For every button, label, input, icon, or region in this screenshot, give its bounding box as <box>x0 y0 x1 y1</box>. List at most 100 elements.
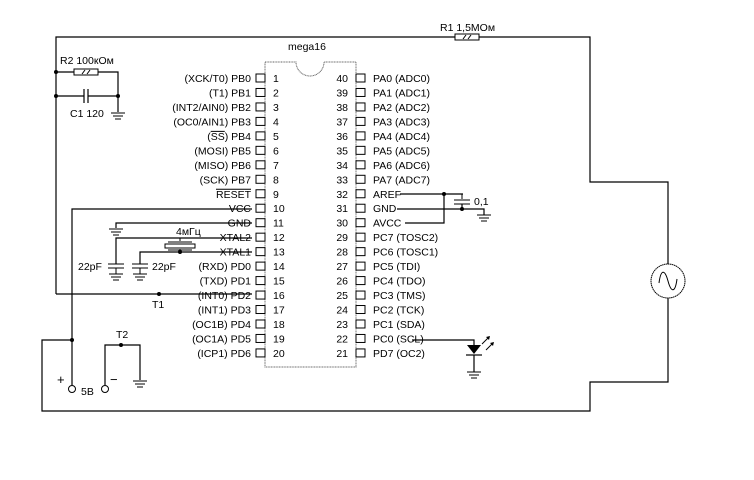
pin-label: PC6 (TOSC1) <box>373 247 438 259</box>
r2-c1-network: R2 100кОм C1 120 <box>54 55 125 120</box>
pin-label: PA4 (ADC4) <box>373 131 430 143</box>
pin-label: PA1 (ADC1) <box>373 87 430 99</box>
terminal-plus-icon <box>68 385 76 393</box>
pin-label: GND <box>228 218 252 230</box>
pin-label: (XCK/T0) PB0 <box>184 73 251 85</box>
pin-pad-icon <box>355 145 366 155</box>
capacitor-22pf-right <box>132 263 148 281</box>
pin-pad-icon <box>355 290 366 300</box>
pin-number: 25 <box>336 290 348 302</box>
chip-pin-39: 39 PA1 (ADC1) <box>336 87 430 99</box>
outer-loop-wires <box>41 36 669 412</box>
pin-label: (OC0/AIN1) PB3 <box>173 116 251 128</box>
pin-number: 5 <box>273 131 279 143</box>
pin-number: 17 <box>273 305 285 317</box>
crystal-icon <box>164 241 196 251</box>
pin-label: XTAL1 <box>220 247 251 259</box>
pin-number: 36 <box>336 131 348 143</box>
pin-label: (INT1) PD3 <box>198 305 251 317</box>
capacitor-22pf-left <box>108 263 124 281</box>
pin-label: (RXD) PD0 <box>198 261 251 273</box>
pin-pad-icon <box>355 348 366 358</box>
aref-wiring: 0,1 <box>397 192 491 224</box>
c1-label: C1 120 <box>70 108 104 120</box>
pin-number: 2 <box>273 87 279 99</box>
ground-icon <box>109 228 123 236</box>
pin-pad-icon <box>355 102 366 112</box>
pin-number: 23 <box>336 319 348 331</box>
pin-number: 35 <box>336 145 348 157</box>
pin-number: 10 <box>273 203 285 215</box>
pin-number: 7 <box>273 160 279 172</box>
pin-pad-icon <box>355 232 366 242</box>
pin-pad-icon <box>355 319 366 329</box>
pin-pad-icon <box>255 232 266 242</box>
pin-number: 6 <box>273 145 279 157</box>
pin-label: PA0 (ADC0) <box>373 73 430 85</box>
pin-pad-icon <box>255 87 266 97</box>
pin-pad-icon <box>255 276 266 286</box>
pin-pad-icon <box>355 261 366 271</box>
pin-number: 22 <box>336 333 348 345</box>
led-icon <box>466 336 494 356</box>
pin-label: PC2 (TCK) <box>373 305 424 317</box>
pin-number: 12 <box>273 232 285 244</box>
minus-sign: − <box>110 372 118 387</box>
pin-label: PA5 (ADC5) <box>373 145 430 157</box>
pin-number: 39 <box>336 87 348 99</box>
pin-pad-icon <box>255 116 266 126</box>
pin-label: AVCC <box>373 218 402 230</box>
pin-pad-icon <box>355 116 366 126</box>
pin-pad-icon <box>355 189 366 199</box>
pin-pad-icon <box>355 305 366 315</box>
supply-terminals: + − 5В T2 <box>57 329 147 398</box>
led-pc0 <box>412 336 494 379</box>
pin-number: 14 <box>273 261 285 273</box>
pin-pad-icon <box>355 333 366 343</box>
chip-pin-11: GND 11 <box>228 218 284 230</box>
plus-sign: + <box>57 372 65 387</box>
pin-number: 26 <box>336 276 348 288</box>
pin-number: 15 <box>273 276 285 288</box>
pin-label: AREF <box>373 189 401 201</box>
pin-pad-icon <box>355 203 366 213</box>
chip-pin-28: 28 PC6 (TOSC1) <box>336 247 438 259</box>
pin-pad-icon <box>255 290 266 300</box>
r1-label: R1 1,5МОм <box>440 22 495 34</box>
chip-pin-36: 36 PA4 (ADC4) <box>336 131 430 143</box>
pin-number: 21 <box>336 348 348 360</box>
pin-pad-icon <box>355 131 366 141</box>
pin-number: 8 <box>273 174 279 186</box>
resistor-r1: R1 1,5МОм <box>440 22 495 41</box>
ground-icon <box>133 380 147 388</box>
pin-label: PC1 (SDA) <box>373 319 425 331</box>
chip-pin-23: 23 PC1 (SDA) <box>336 319 425 331</box>
pin-number: 13 <box>273 247 285 259</box>
pin-number: 31 <box>336 203 348 215</box>
pin-number: 32 <box>336 189 348 201</box>
t1-label: T1 <box>152 299 164 311</box>
chip-pin-14: (RXD) PD0 14 <box>198 261 284 273</box>
pin-label: PC7 (TOSC2) <box>373 232 438 244</box>
pin-label: PC3 (TMS) <box>373 290 426 302</box>
pin-number: 28 <box>336 247 348 259</box>
pin-label: PA2 (ADC2) <box>373 102 430 114</box>
pin-pad-icon <box>355 160 366 170</box>
pin-label: PC5 (TDI) <box>373 261 420 273</box>
supply-voltage-label: 5В <box>81 386 94 398</box>
pin-pad-icon <box>255 261 266 271</box>
pin-number: 11 <box>273 218 284 230</box>
ground-icon <box>467 371 481 379</box>
pin-pad-icon <box>355 174 366 184</box>
